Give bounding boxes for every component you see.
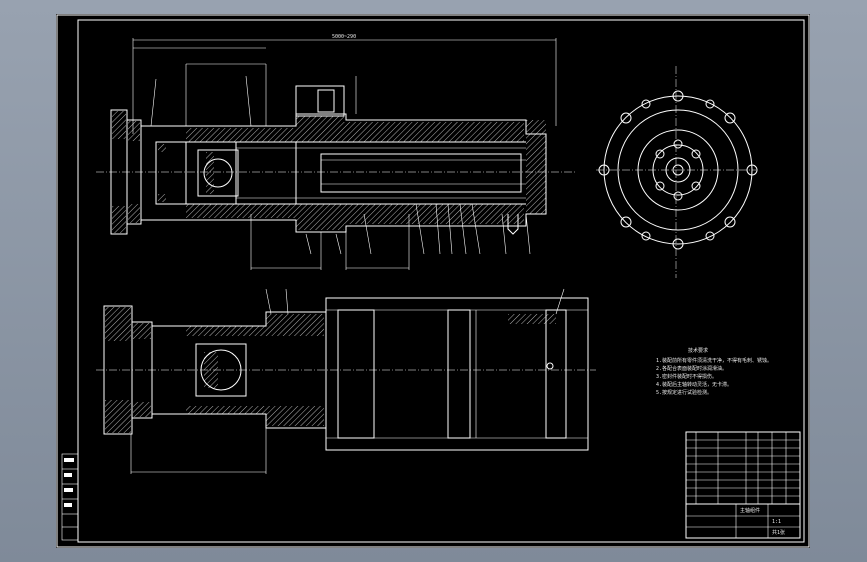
svg-text:主轴组件: 主轴组件 [740,507,760,514]
outer-frame [56,14,810,548]
left-stamp [61,453,79,541]
svg-text:共1张: 共1张 [772,529,785,536]
svg-text:4.装配后主轴转动灵活，无卡滞。: 4.装配后主轴转动灵活，无卡滞。 [656,381,732,388]
title-block: 主轴组件 1:1 共1张 [685,431,801,539]
inner-frame [77,19,805,543]
svg-text:2.各配合表面装配时涂润滑油。: 2.各配合表面装配时涂润滑油。 [656,365,727,372]
svg-text:技术要求: 技术要求 [688,347,708,354]
top-dimension: 5000~290 [332,34,356,40]
svg-text:1:1: 1:1 [772,519,781,525]
drawing-sheet[interactable]: 5000~290 技术要求 1.装配前所有零件须清洗干净，不得有毛刺、锈蚀。 2… [56,14,810,548]
upper-section-view [96,38,576,270]
svg-text:3.密封件装配时不得损伤。: 3.密封件装配时不得损伤。 [656,373,717,380]
svg-text:5.按规定进行试验检测。: 5.按规定进行试验检测。 [656,389,712,396]
cad-drawing: 5000~290 技术要求 1.装配前所有零件须清洗干净，不得有毛刺、锈蚀。 2… [56,14,810,548]
svg-text:1.装配前所有零件须清洗干净，不得有毛刺、锈蚀。: 1.装配前所有零件须清洗干净，不得有毛刺、锈蚀。 [656,357,772,364]
end-view [596,66,758,278]
lower-view [96,288,596,474]
technical-notes: 技术要求 1.装配前所有零件须清洗干净，不得有毛刺、锈蚀。 2.各配合表面装配时… [656,347,772,396]
